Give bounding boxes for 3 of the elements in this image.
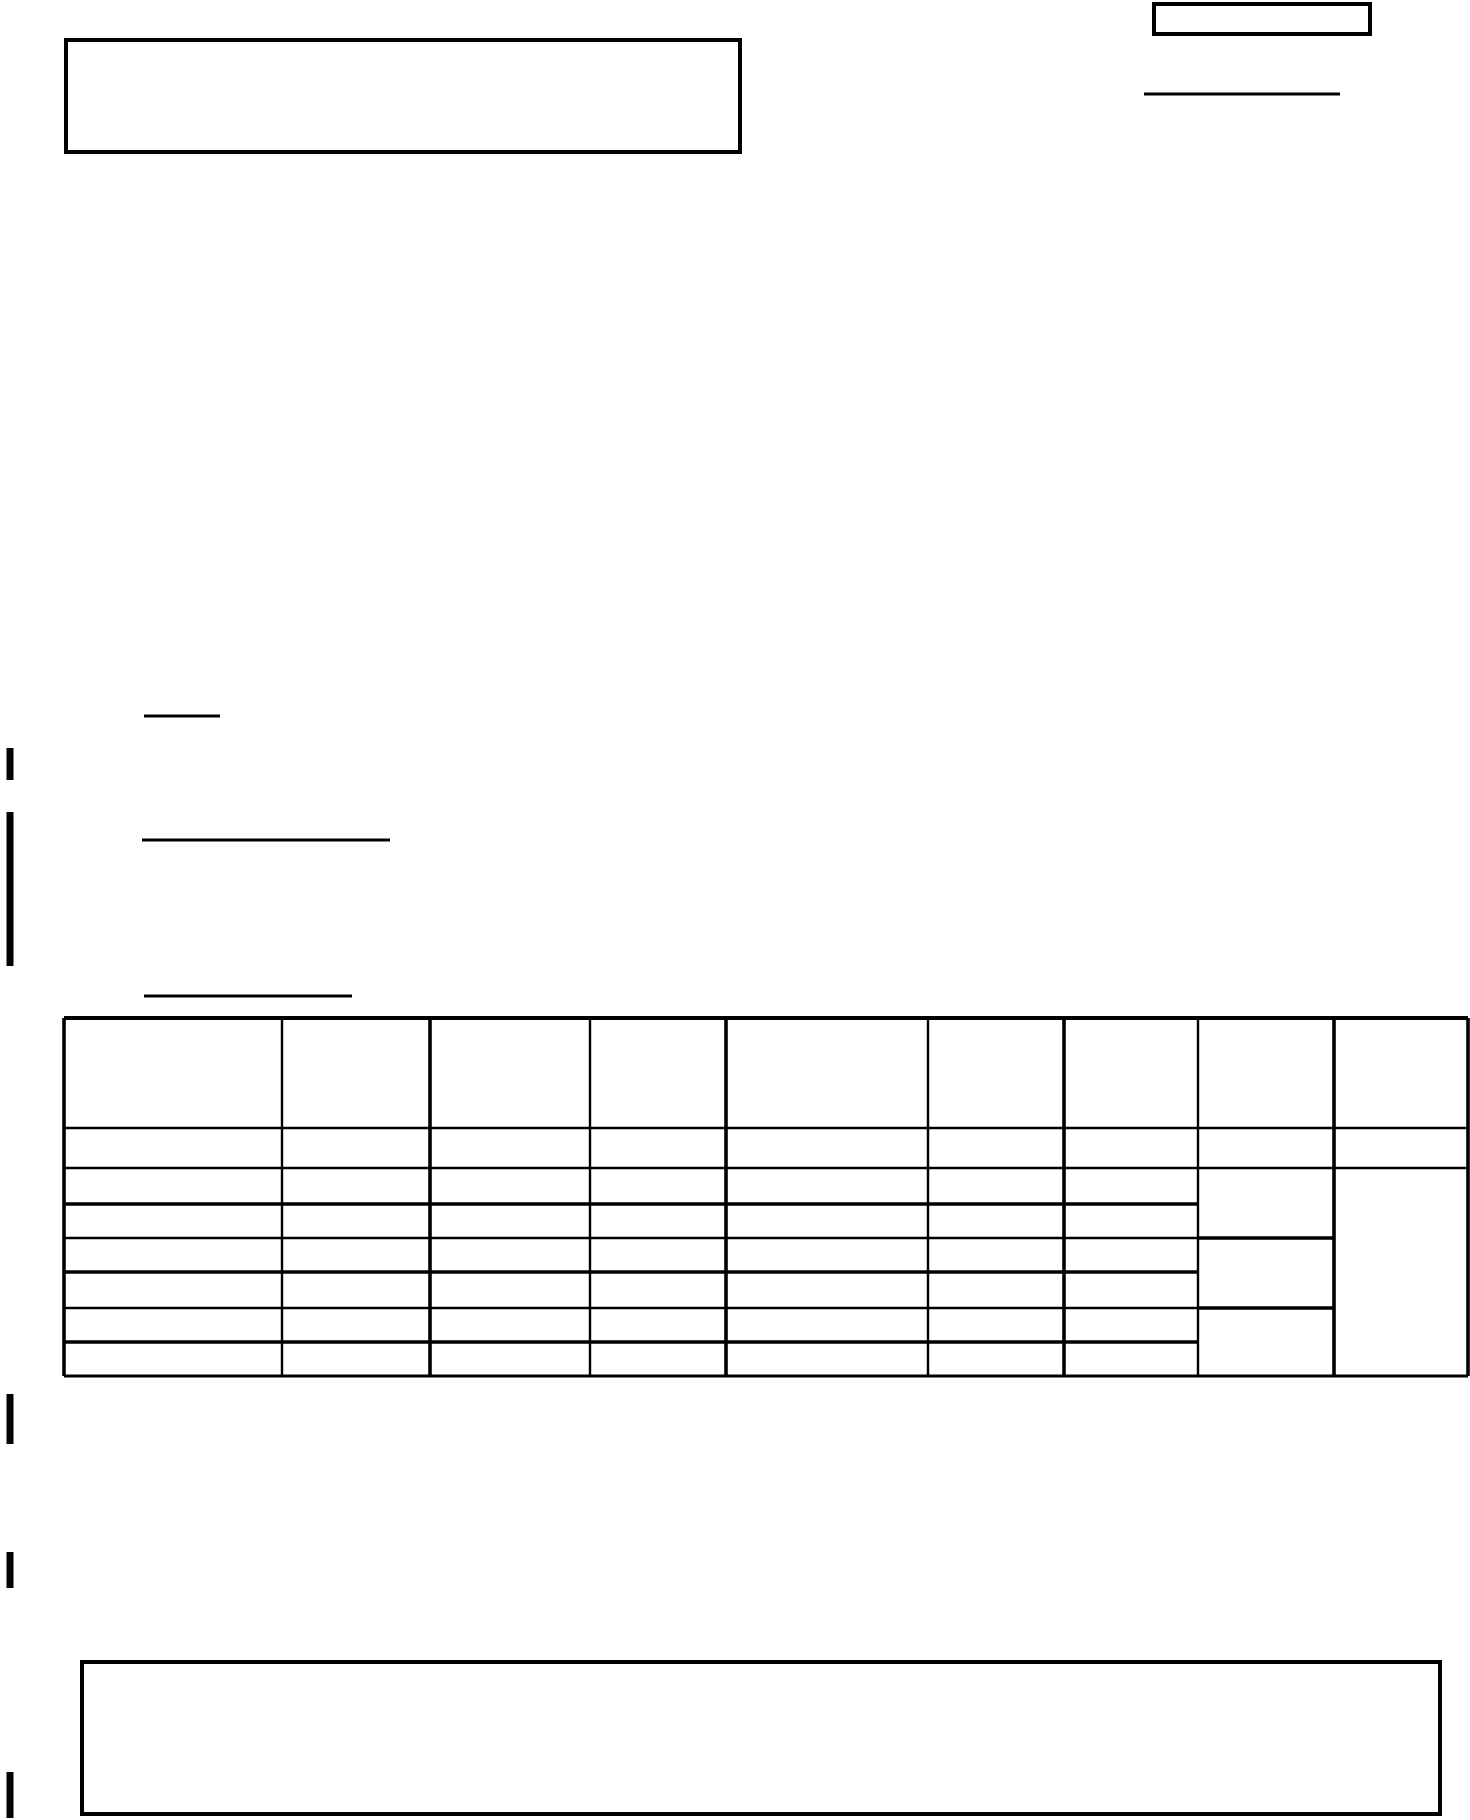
- empty-box: [80, 1660, 1442, 1816]
- empty-box: [64, 38, 742, 154]
- empty-box: [1152, 2, 1372, 36]
